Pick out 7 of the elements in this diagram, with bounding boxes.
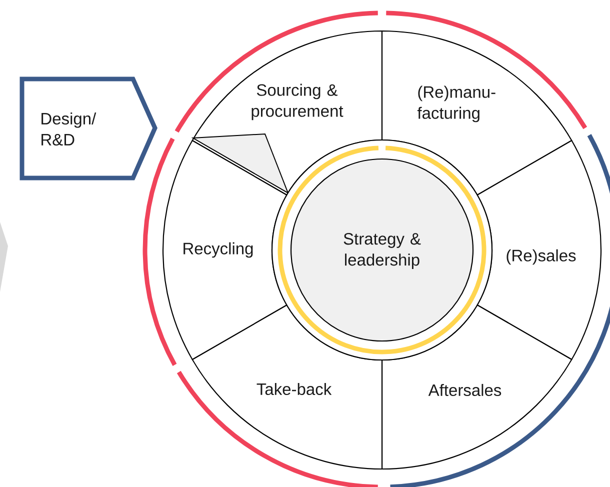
node-label: (Re)sales [506, 249, 576, 265]
ring-segment: Take-back [192, 304, 383, 470]
ring-segment: Recycling [162, 140, 288, 360]
chevron-box: Design/ R&D [20, 76, 158, 180]
ring-segment: Aftersales [381, 304, 572, 470]
ring-segment: (Re)manu- facturing [381, 30, 572, 196]
ring-segment: (Re)sales [476, 140, 602, 360]
